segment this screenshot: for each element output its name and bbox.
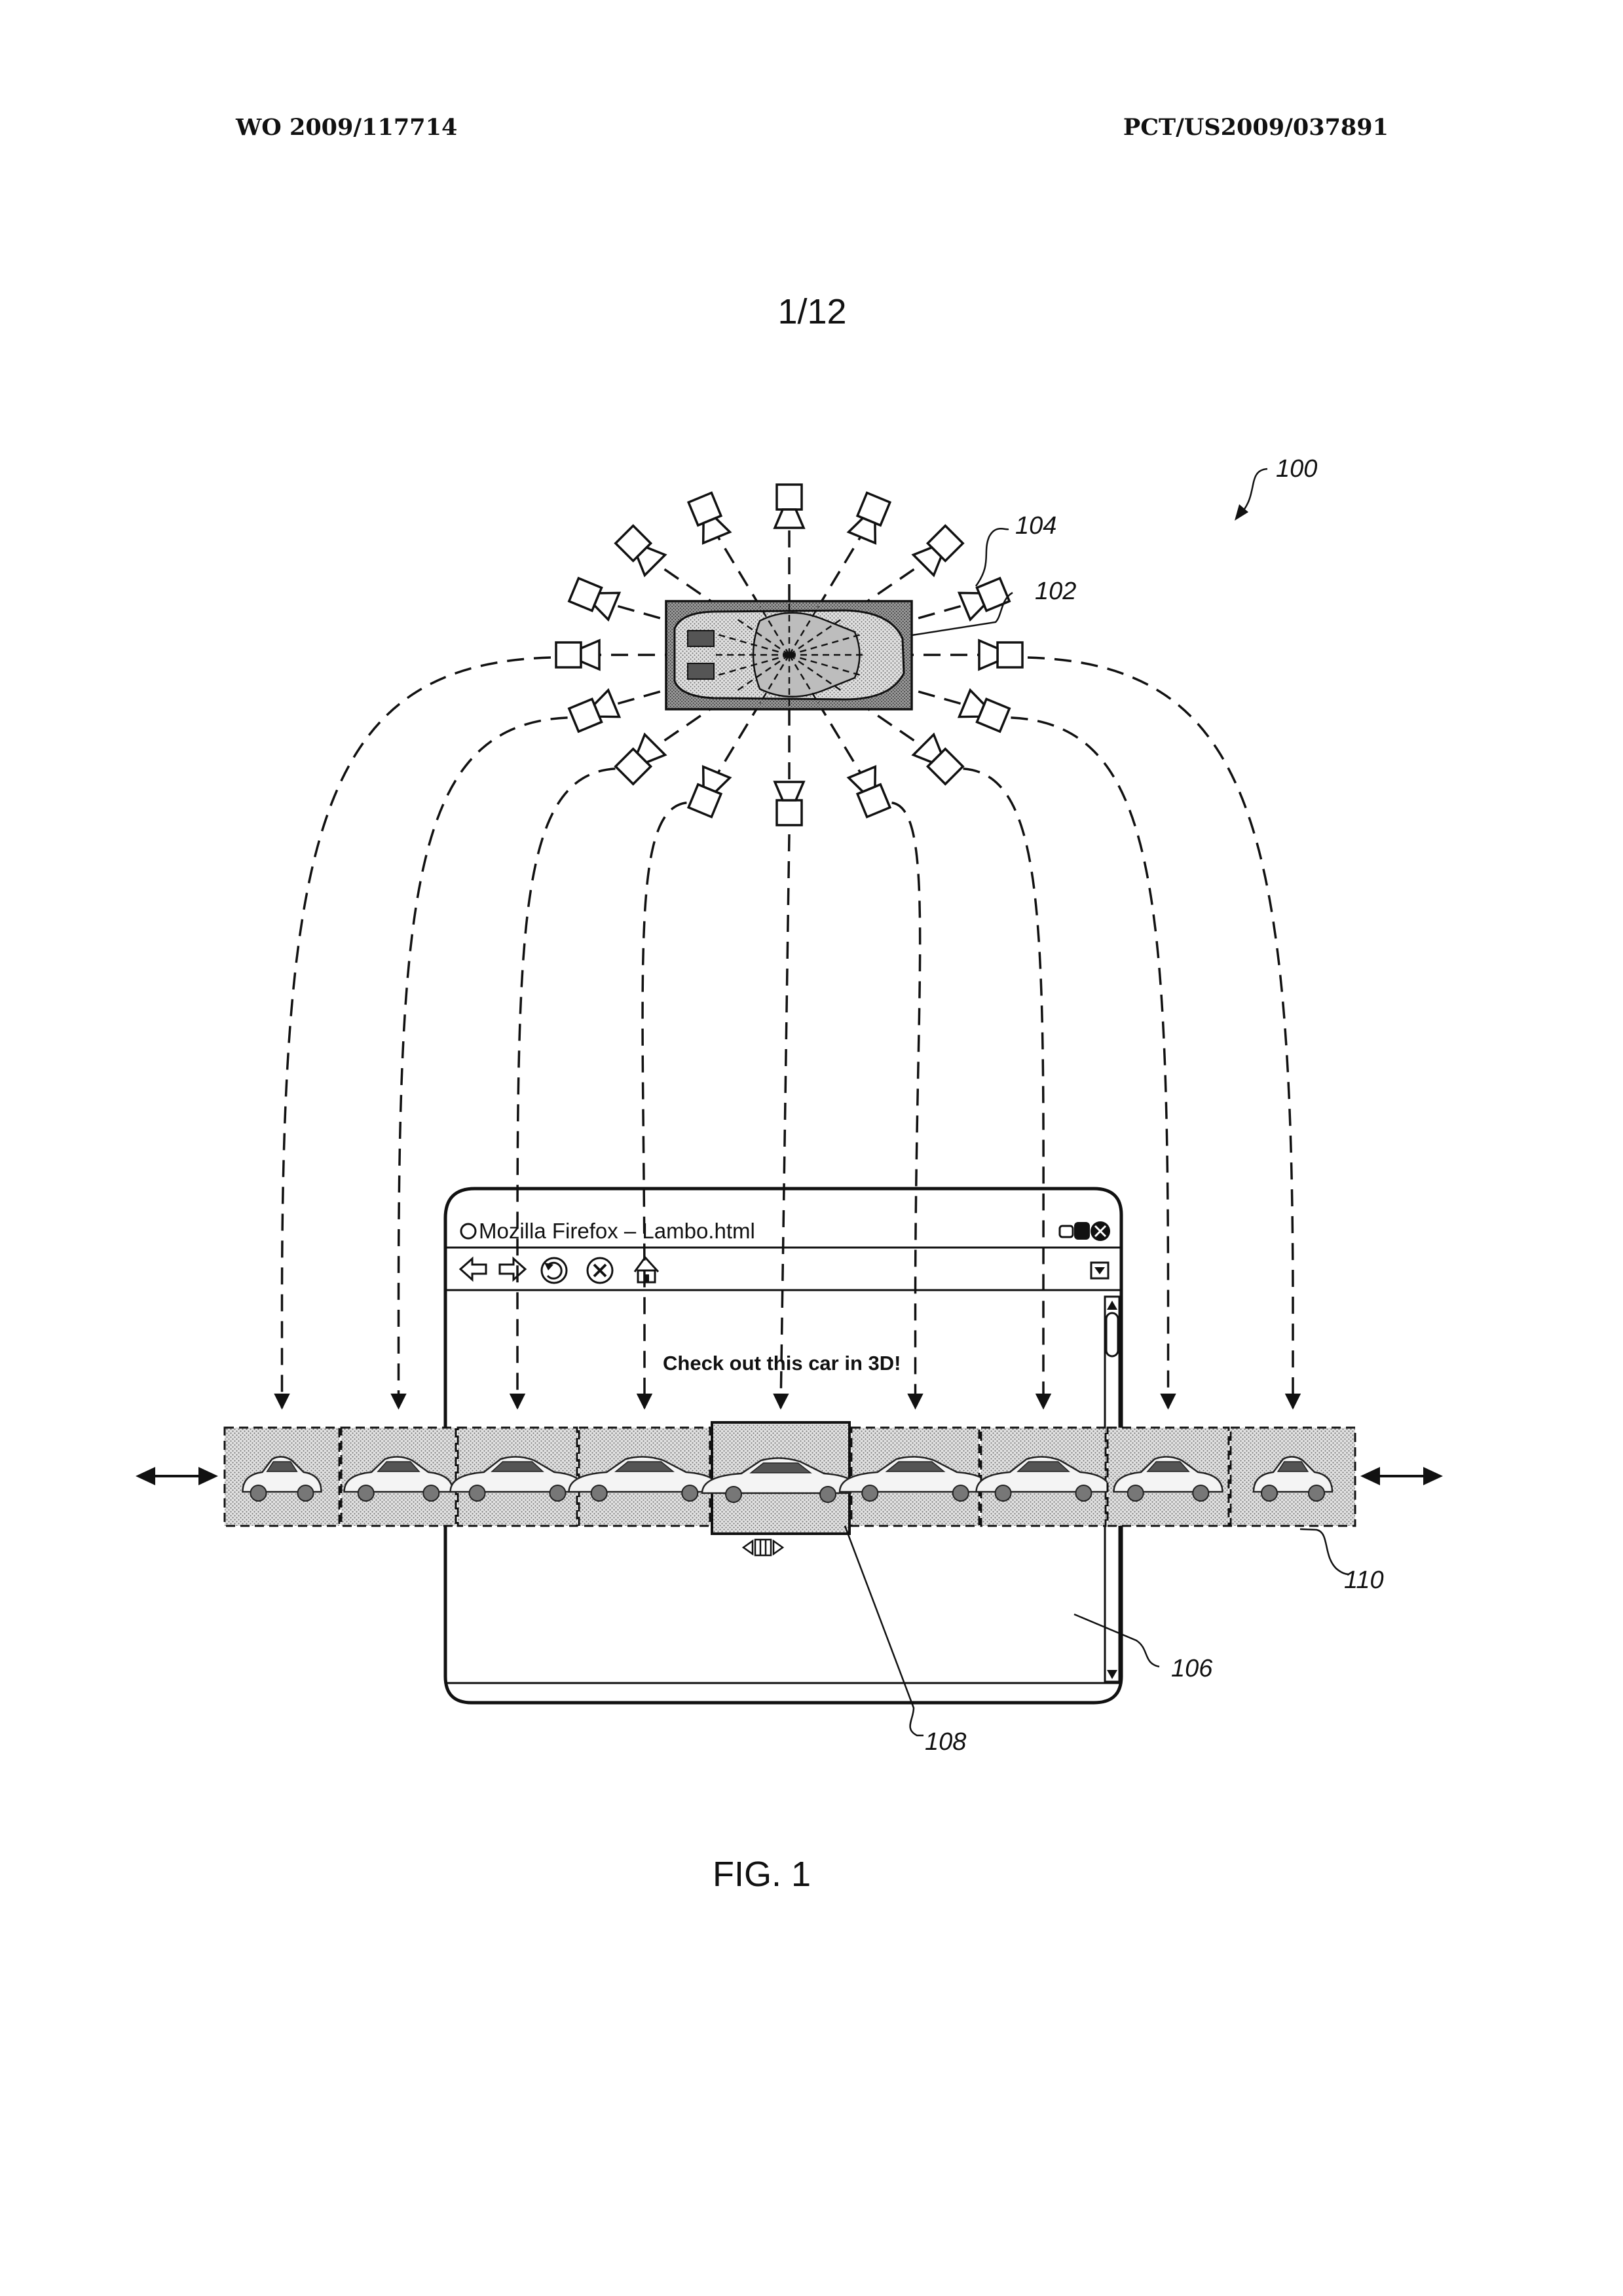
ref-numeral-106: 106 (1171, 1655, 1213, 1682)
selected-thumbnail[interactable] (702, 1422, 859, 1534)
ref-numeral-104: 104 (1015, 512, 1056, 540)
ref-numeral-110: 110 (1344, 1566, 1384, 1594)
strip-scroll-right-arrow[interactable] (1360, 1467, 1443, 1485)
thumbnail[interactable] (1231, 1428, 1355, 1526)
camera-icon (849, 767, 892, 818)
camera-icon (979, 640, 1022, 669)
camera-icon (914, 525, 965, 576)
thumbnail[interactable] (451, 1428, 585, 1526)
thumbnail[interactable] (341, 1428, 456, 1526)
ref-numeral-108: 108 (925, 1728, 966, 1756)
publication-number: WO 2009/117714 (235, 114, 457, 141)
thumbnail[interactable] (840, 1428, 991, 1526)
camera-icon (569, 576, 620, 620)
camera-icon (569, 690, 620, 733)
camera-icon (686, 492, 730, 543)
strip-scroll-left-arrow[interactable] (136, 1467, 218, 1485)
sheet-number: 1/12 (777, 292, 846, 331)
figure-label: FIG. 1 (713, 1855, 811, 1894)
browser-title: Mozilla Firefox – Lambo.html (479, 1219, 755, 1243)
car-vent-lower (688, 663, 714, 679)
camera-icon (960, 690, 1011, 733)
camera-icon (556, 640, 599, 669)
thumbnail-strip[interactable] (225, 1422, 1355, 1534)
stop-icon[interactable] (588, 1258, 612, 1283)
leader-104 (976, 528, 1009, 586)
leader-110 (1300, 1529, 1349, 1574)
camera-icon (775, 782, 804, 825)
camera-icon (614, 735, 665, 786)
camera-icon (849, 492, 892, 543)
application-number: PCT/US2009/037891 (1123, 114, 1389, 141)
leader-100 (1243, 469, 1267, 511)
car-vent-upper (688, 631, 714, 646)
camera-icon (614, 525, 665, 576)
window-menu-icon[interactable] (461, 1224, 476, 1238)
ref-numeral-102: 102 (1035, 578, 1076, 605)
scrollbar-thumb[interactable] (1106, 1313, 1118, 1356)
thumbnail[interactable] (569, 1428, 720, 1526)
camera-icon (775, 485, 804, 528)
thumbnail[interactable] (977, 1428, 1111, 1526)
camera-icon (960, 576, 1011, 620)
thumbnail[interactable] (1108, 1428, 1229, 1526)
camera-icon (914, 735, 965, 786)
maximize-icon[interactable] (1074, 1222, 1090, 1240)
minimize-icon[interactable] (1060, 1226, 1073, 1237)
reload-icon[interactable] (542, 1258, 567, 1283)
scrub-handle-icon[interactable] (755, 1540, 771, 1555)
camera-icon (686, 767, 730, 818)
thumbnail[interactable] (225, 1428, 339, 1526)
ref-numeral-100: 100 (1276, 455, 1317, 483)
